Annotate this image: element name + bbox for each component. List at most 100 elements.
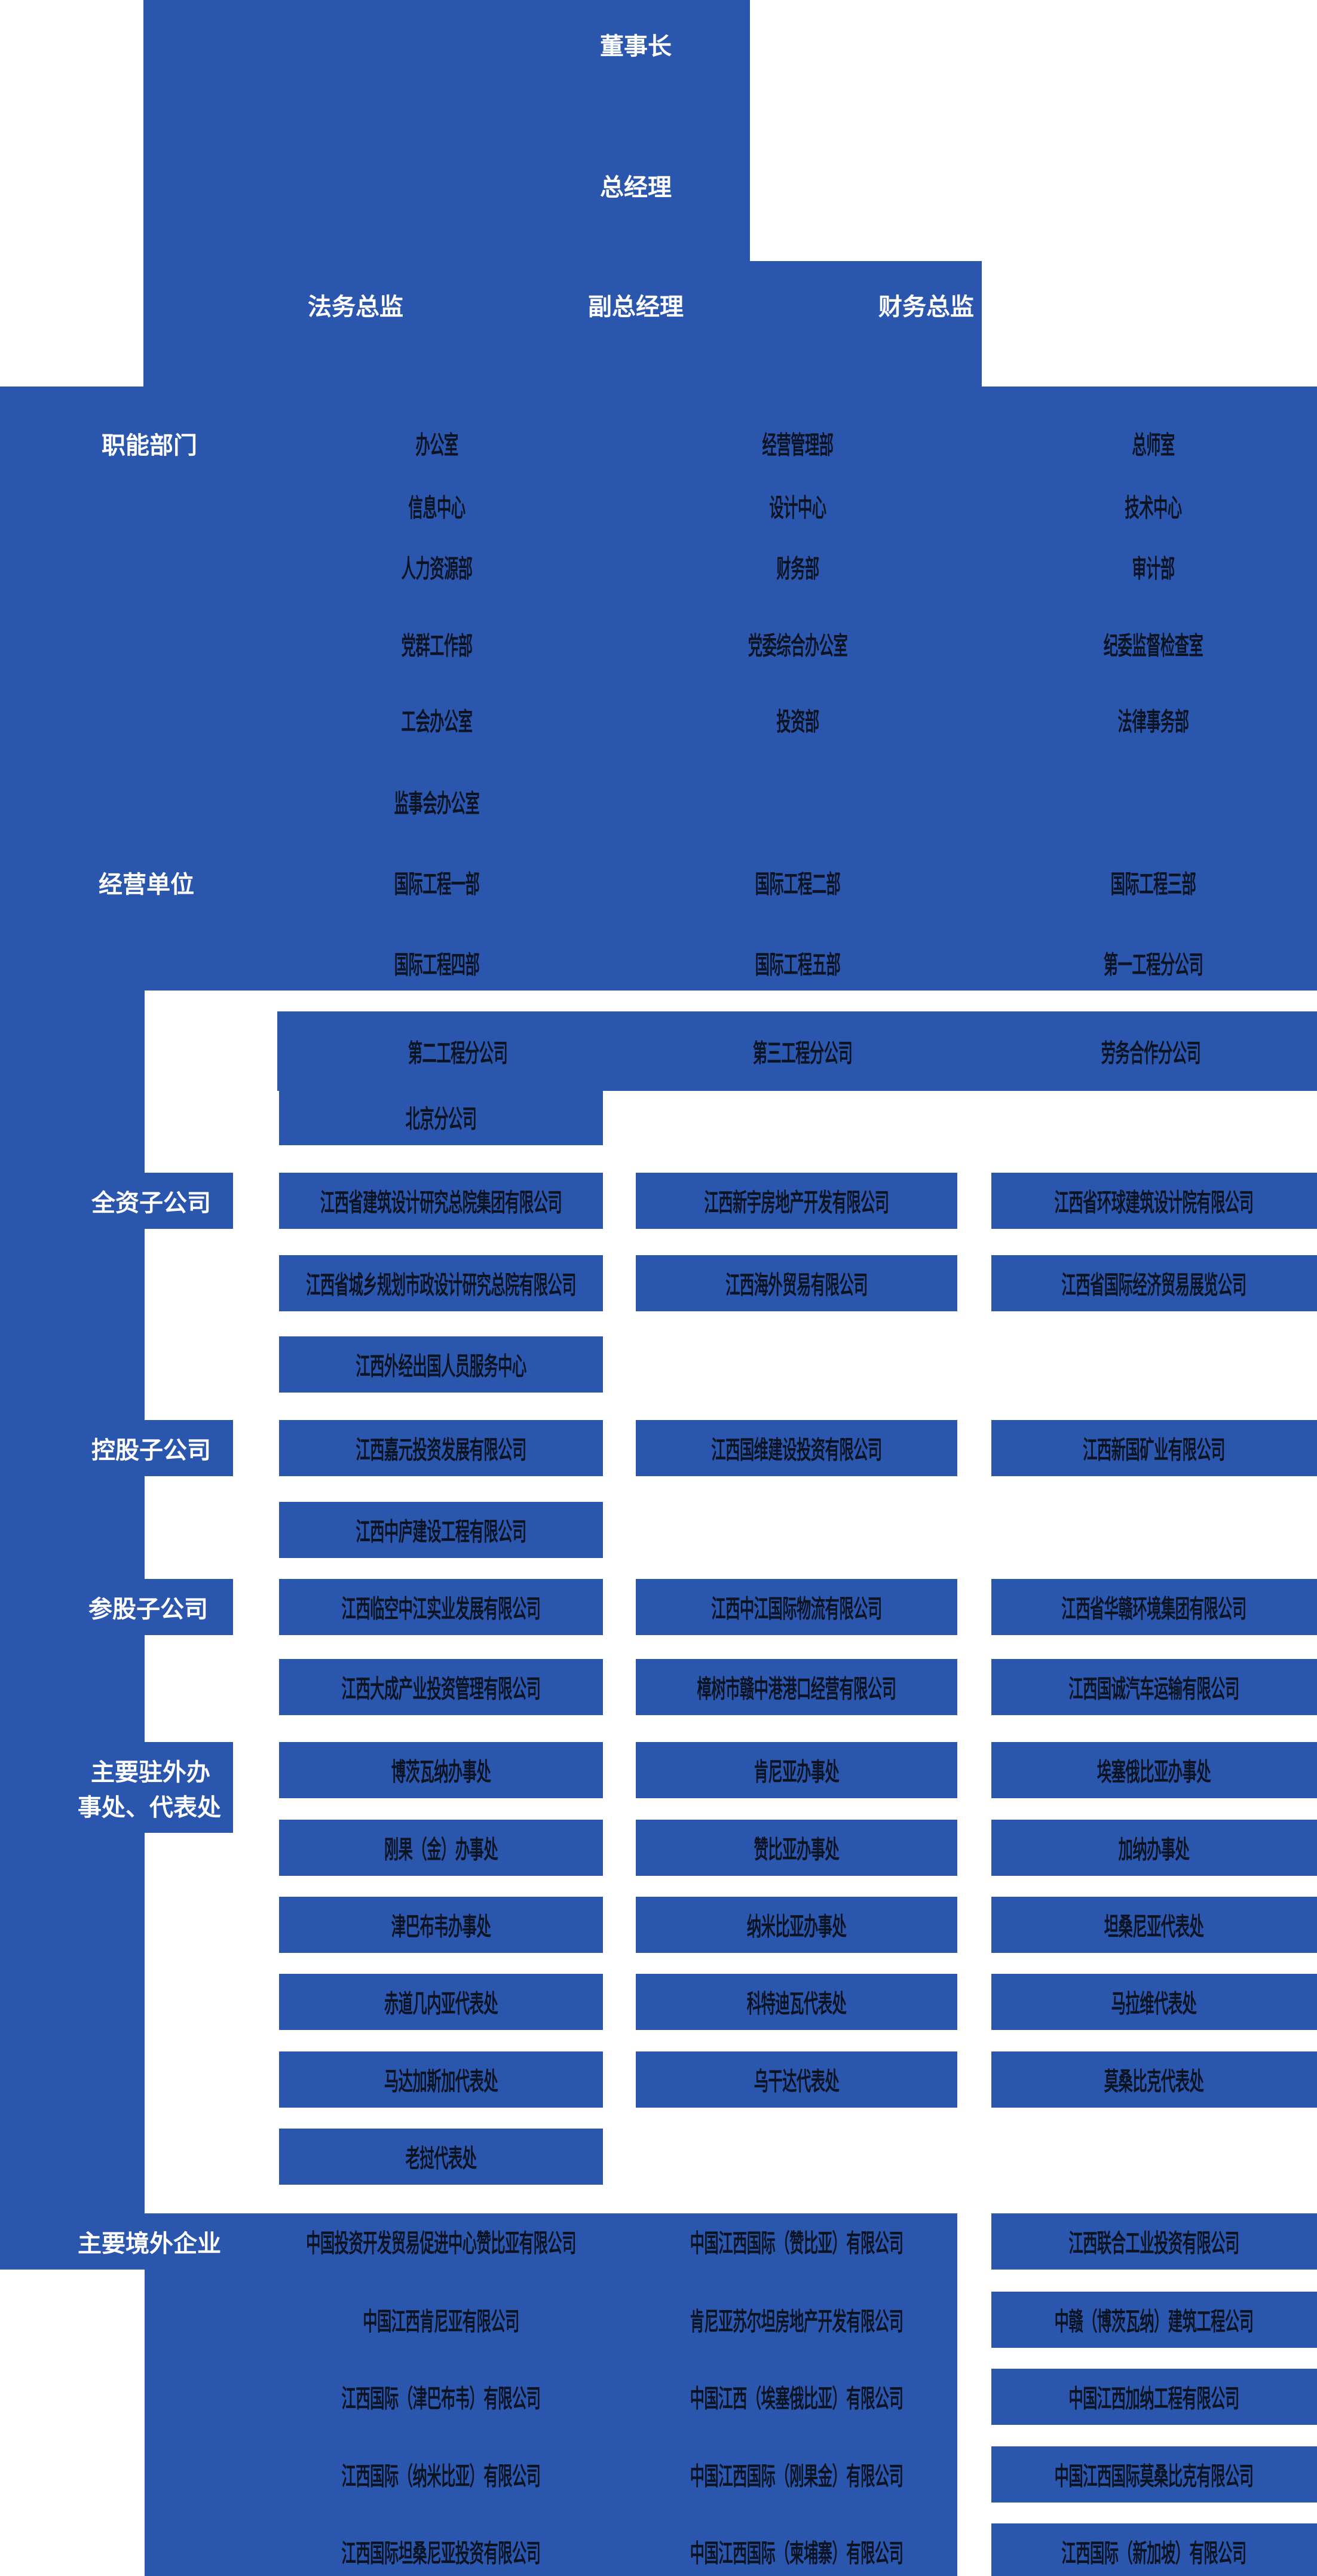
section-label-business: 经营单位 — [99, 871, 194, 898]
org-node: 樟树市赣中港港口经营有限公司 — [697, 1674, 897, 1704]
org-node: 江西嘉元投资发展有限公司 — [356, 1435, 526, 1465]
org-node: 技术中心 — [1125, 493, 1182, 523]
section-label-functional: 职能部门 — [102, 432, 197, 459]
org-box — [991, 2213, 1317, 2270]
org-box — [991, 1173, 1317, 1229]
org-node: 信息中心 — [408, 493, 465, 523]
org-node: 总师室 — [1132, 430, 1175, 460]
org-node: 博茨瓦纳办事处 — [391, 1757, 491, 1787]
org-node: 监事会办公室 — [394, 789, 480, 818]
org-box — [636, 1173, 957, 1229]
org-node: 纳米比亚办事处 — [746, 1912, 847, 1942]
org-node: 国际工程一部 — [394, 869, 480, 899]
org-node: 江西中江国际物流有限公司 — [711, 1594, 882, 1624]
label-tab — [0, 2213, 233, 2270]
org-node: 中国投资开发贸易促进中心赞比亚有限公司 — [306, 2228, 576, 2258]
org-box — [991, 2446, 1317, 2503]
org-node: 江西外经出国人员服务中心 — [356, 1351, 526, 1381]
org-node: 江西国际（新加坡）有限公司 — [1061, 2538, 1246, 2568]
org-node: 加纳办事处 — [1118, 1835, 1190, 1864]
org-node: 第二工程分公司 — [408, 1038, 508, 1068]
org-node: 江西新国矿业有限公司 — [1083, 1435, 1225, 1465]
org-box — [991, 2051, 1317, 2108]
org-node: 劳务合作分公司 — [1101, 1038, 1201, 1068]
label-tab — [0, 1420, 233, 1476]
org-node: 中国江西国际（刚果金）有限公司 — [690, 2461, 903, 2491]
org-node: 第一工程分公司 — [1103, 950, 1203, 980]
section-label-stake: 参股子公司 — [88, 1596, 208, 1623]
org-box — [991, 2523, 1317, 2576]
node-finance-director: 财务总监 — [878, 293, 974, 321]
org-node: 江西国维建设投资有限公司 — [711, 1435, 882, 1465]
org-node: 科特迪瓦代表处 — [746, 1989, 847, 2019]
section-label-offices: 事处、代表处 — [78, 1794, 221, 1821]
org-node: 埃塞俄比亚办事处 — [1097, 1757, 1211, 1787]
label-tab — [0, 1579, 233, 1635]
org-node: 中赣（博茨瓦纳）建筑工程公司 — [1054, 2307, 1254, 2336]
org-box — [279, 1089, 603, 1145]
org-node: 马达加斯加代表处 — [384, 2066, 498, 2096]
section-label-holding: 控股子公司 — [91, 1437, 211, 1464]
org-node: 中国江西国际（柬埔寨）有限公司 — [690, 2538, 903, 2568]
org-box — [991, 2369, 1317, 2425]
overseas-slab — [145, 2213, 957, 2576]
org-box — [636, 1579, 957, 1635]
org-box — [991, 1579, 1317, 1635]
org-node: 江西国际（纳米比亚）有限公司 — [341, 2461, 541, 2491]
org-box — [636, 1897, 957, 1953]
org-node: 国际工程五部 — [755, 950, 841, 980]
org-node: 江西大成产业投资管理有限公司 — [341, 1674, 541, 1704]
org-node: 办公室 — [415, 430, 458, 460]
org-node: 北京分公司 — [405, 1104, 477, 1134]
top-block — [143, 0, 750, 387]
org-node: 审计部 — [1132, 554, 1175, 584]
org-box — [636, 1420, 957, 1476]
org-box — [279, 1502, 603, 1558]
org-node: 坦桑尼亚代表处 — [1104, 1912, 1204, 1942]
org-box — [636, 1742, 957, 1798]
org-node: 江西省建筑设计研究总院集团有限公司 — [320, 1188, 562, 1218]
org-box — [279, 1659, 603, 1715]
org-box — [279, 1742, 603, 1798]
org-box — [991, 1420, 1317, 1476]
org-node: 法律事务部 — [1117, 707, 1189, 737]
org-node: 江西临空中江实业发展有限公司 — [341, 1594, 541, 1624]
org-node: 乌干达代表处 — [754, 2066, 840, 2096]
org-node: 设计中心 — [769, 493, 826, 523]
org-node: 中国江西国际莫桑比克有限公司 — [1054, 2461, 1254, 2491]
org-box — [279, 1173, 603, 1229]
org-box — [991, 1255, 1317, 1311]
node-general-manager: 总经理 — [600, 174, 672, 201]
org-node: 工会办公室 — [401, 707, 473, 737]
label-tab — [0, 1742, 233, 1833]
org-node: 中国江西国际（赞比亚）有限公司 — [690, 2228, 903, 2258]
org-node: 中国江西肯尼亚有限公司 — [363, 2307, 519, 2336]
org-node: 党群工作部 — [401, 631, 473, 661]
org-box — [279, 2129, 603, 2185]
org-node: 江西海外贸易有限公司 — [725, 1270, 868, 1300]
org-box — [991, 1742, 1317, 1798]
org-box — [991, 1974, 1317, 2030]
org-box — [991, 2292, 1317, 2348]
org-node: 赞比亚办事处 — [754, 1835, 840, 1864]
org-box — [279, 1255, 603, 1311]
org-node: 津巴布韦办事处 — [391, 1912, 491, 1942]
org-node: 江西国际坦桑尼亚投资有限公司 — [341, 2538, 541, 2568]
org-node: 江西联合工业投资有限公司 — [1068, 2228, 1239, 2258]
node-deputy-general-manager: 副总经理 — [588, 293, 684, 321]
org-node: 江西国诚汽车运输有限公司 — [1068, 1674, 1239, 1704]
org-node: 江西新宇房地产开发有限公司 — [704, 1188, 889, 1218]
org-box — [636, 1974, 957, 2030]
org-node: 国际工程三部 — [1110, 869, 1196, 899]
org-node: 肯尼亚苏尔坦房地产开发有限公司 — [690, 2307, 903, 2336]
org-box — [279, 1974, 603, 2030]
org-box — [279, 1579, 603, 1635]
org-box — [279, 1820, 603, 1876]
org-box — [279, 2051, 603, 2108]
org-node: 老挝代表处 — [405, 2143, 477, 2173]
org-box — [279, 1336, 603, 1393]
org-node: 刚果（金）办事处 — [384, 1835, 498, 1864]
org-node: 人力资源部 — [401, 554, 473, 584]
functional-business-band — [0, 387, 1317, 990]
org-box — [636, 1820, 957, 1876]
